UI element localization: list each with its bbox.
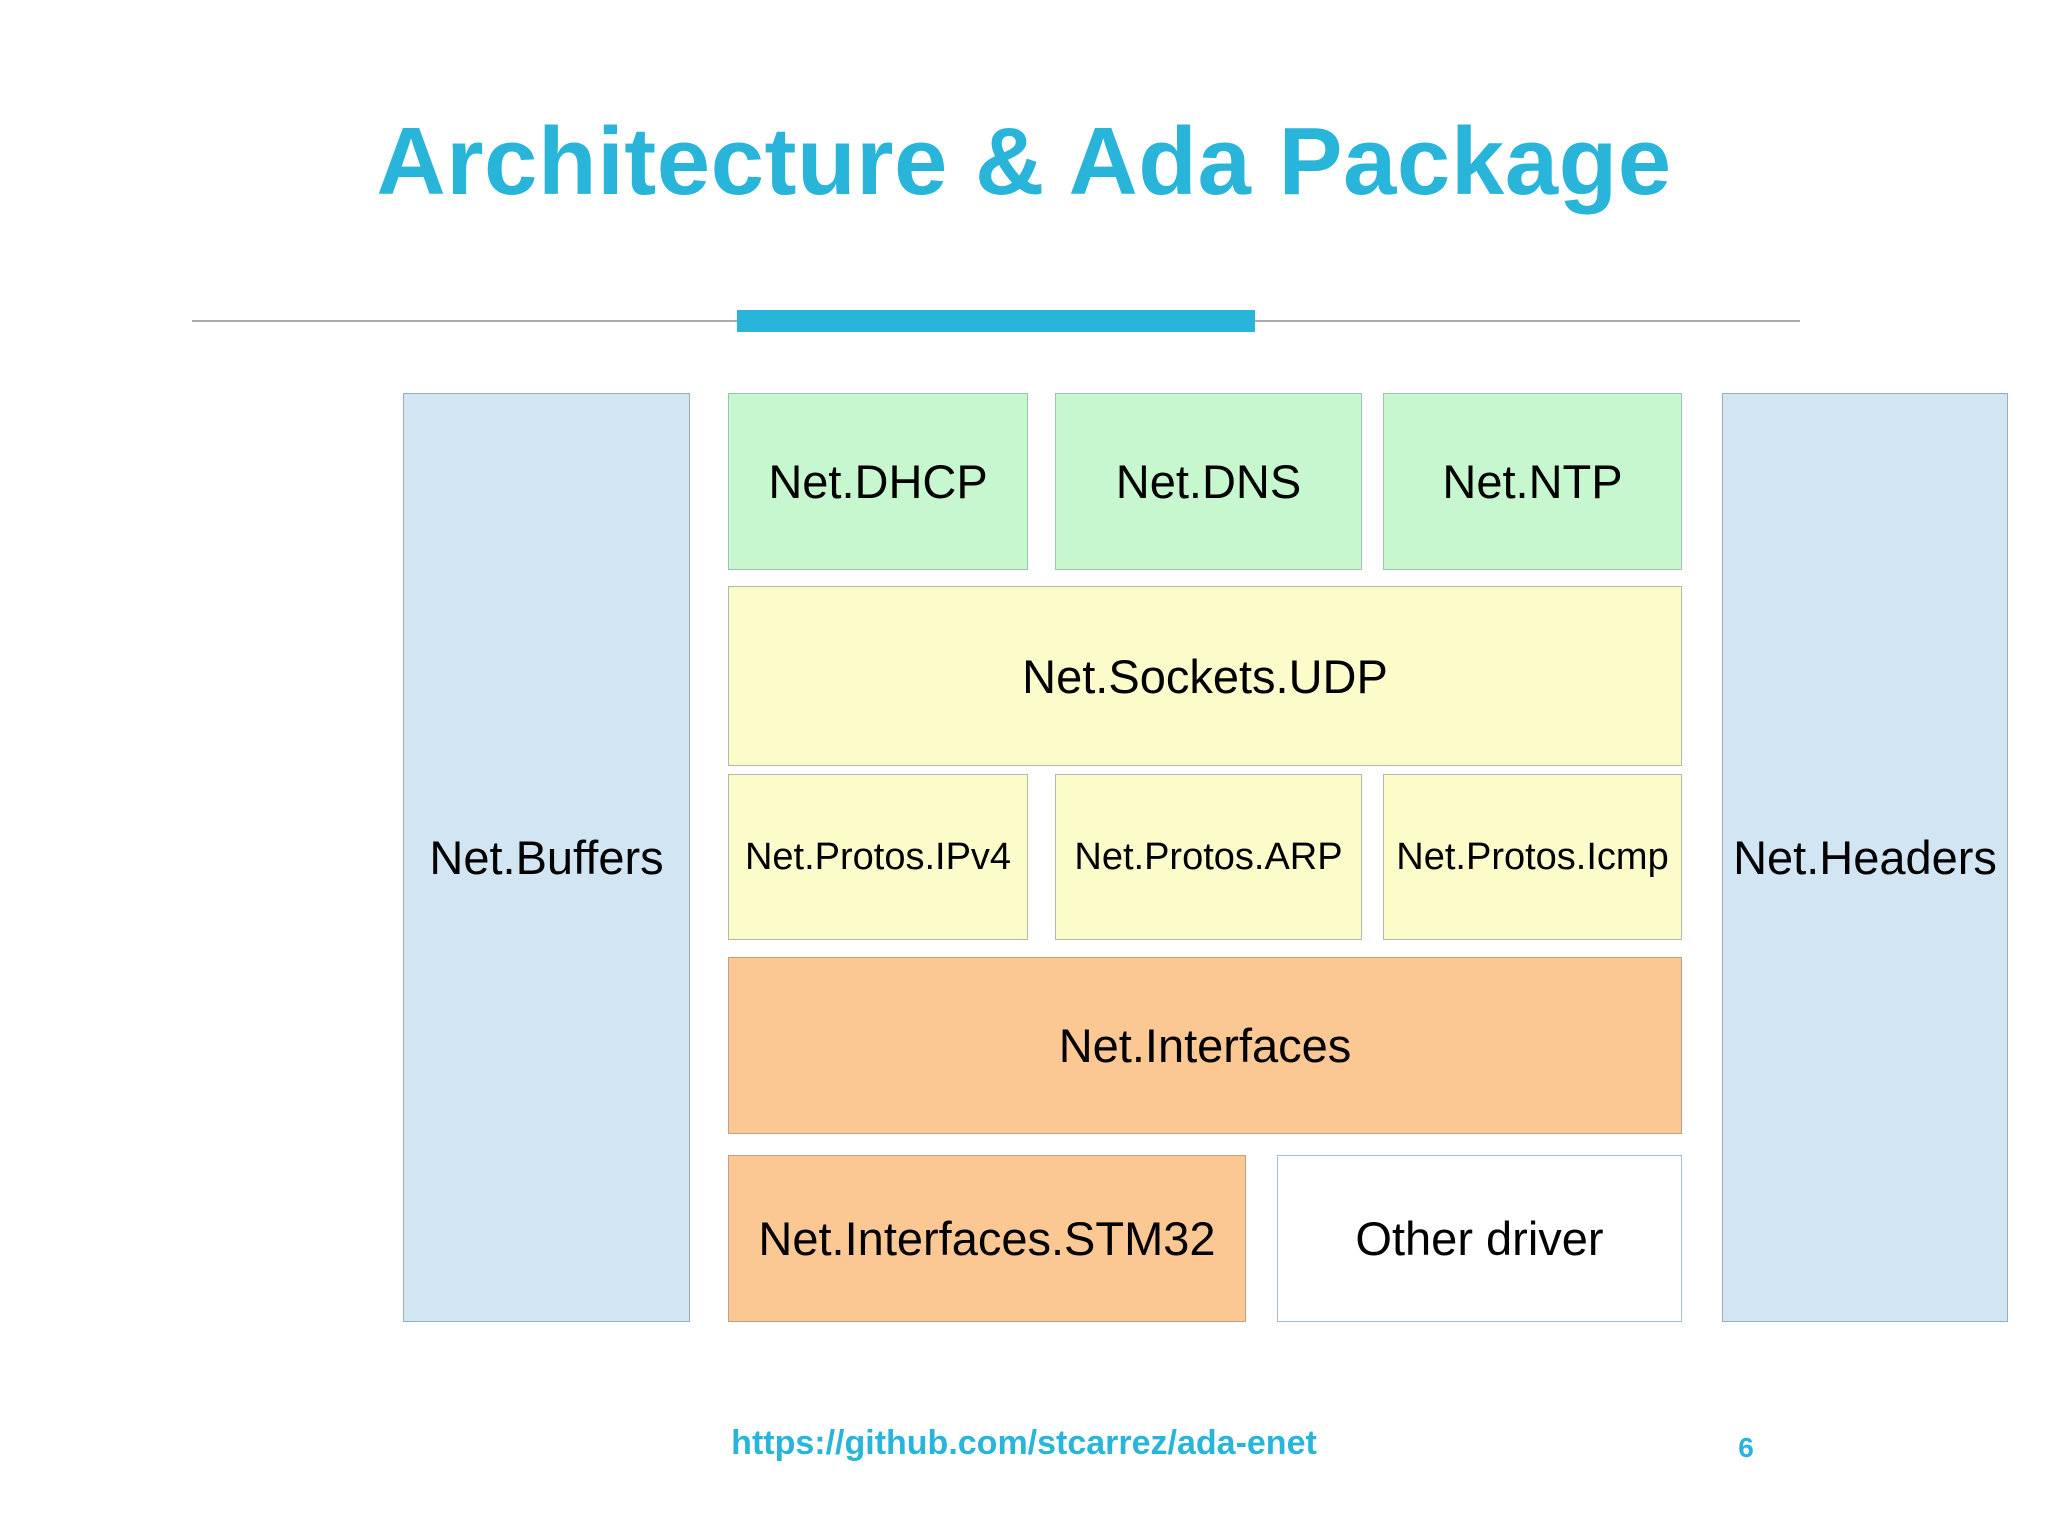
diagram-box-net-dhcp[interactable]: Net.DHCP: [728, 393, 1028, 570]
divider-accent-bar: [737, 310, 1255, 332]
diagram-box-label: Net.DHCP: [768, 455, 988, 508]
diagram-box-net-protos-arp[interactable]: Net.Protos.ARP: [1055, 774, 1362, 940]
diagram-box-net-interfaces[interactable]: Net.Interfaces: [728, 957, 1682, 1134]
diagram-box-label: Other driver: [1355, 1212, 1604, 1265]
footer-project-url[interactable]: https://github.com/stcarrez/ada-enet: [731, 1424, 1317, 1462]
diagram-box-label: Net.Sockets.UDP: [1022, 649, 1388, 703]
diagram-box-label: Net.Interfaces.STM32: [758, 1212, 1216, 1265]
diagram-box-label: Net.DNS: [1115, 455, 1302, 508]
diagram-box-label: Net.Headers: [1733, 831, 1997, 884]
diagram-box-label: Net.Interfaces: [1058, 1019, 1352, 1072]
diagram-box-net-sockets-udp[interactable]: Net.Sockets.UDP: [728, 586, 1682, 766]
diagram-box-net-ntp[interactable]: Net.NTP: [1383, 393, 1682, 570]
title-divider: [192, 310, 1800, 334]
diagram-box-net-interfaces-stm32[interactable]: Net.Interfaces.STM32: [728, 1155, 1246, 1322]
diagram-box-label: Net.Protos.IPv4: [744, 835, 1012, 878]
diagram-box-label: Net.NTP: [1442, 455, 1623, 508]
diagram-box-label: Net.Protos.ARP: [1074, 835, 1343, 878]
slide-page-number: 6: [1738, 1432, 1754, 1463]
diagram-box-label: Net.Buffers: [429, 831, 664, 884]
title-block: Architecture & Ada Package: [0, 108, 2048, 215]
diagram-box-net-dns[interactable]: Net.DNS: [1055, 393, 1362, 570]
diagram-box-net-protos-ipv4[interactable]: Net.Protos.IPv4: [728, 774, 1028, 940]
diagram-box-label: Net.Protos.Icmp: [1396, 835, 1669, 878]
page-title: Architecture & Ada Package: [376, 108, 1672, 215]
diagram-box-other-driver[interactable]: Other driver: [1277, 1155, 1682, 1322]
diagram-box-net-headers[interactable]: Net.Headers: [1722, 393, 2008, 1322]
diagram-box-net-protos-icmp[interactable]: Net.Protos.Icmp: [1383, 774, 1682, 940]
diagram-box-net-buffers[interactable]: Net.Buffers: [403, 393, 690, 1322]
